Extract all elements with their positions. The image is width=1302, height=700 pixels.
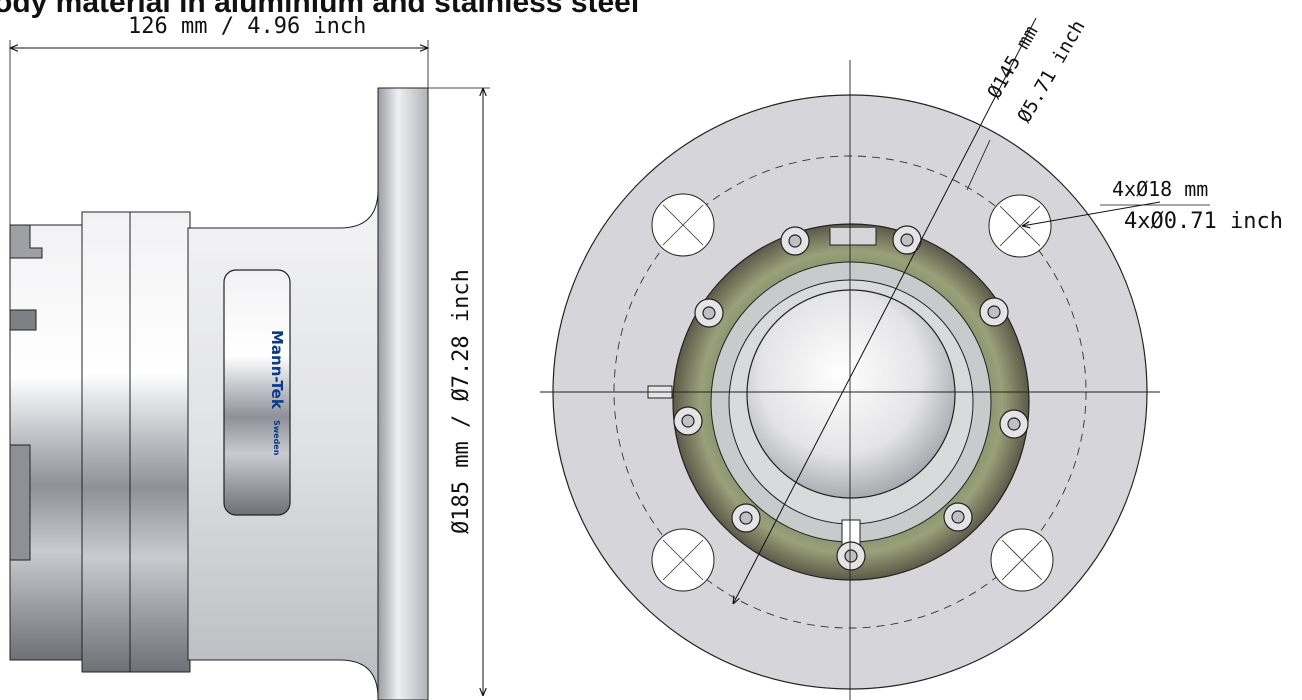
hole-mm-label: 4xØ18 mm [1112,177,1208,201]
hex-screws [673,225,1029,571]
hole-leader-line [1022,201,1161,226]
length-dimension-label: 126 mm / 4.96 inch [128,14,366,39]
hole-inch-label: 4xØ0.71 inch [1124,209,1283,234]
bolt-holes [651,193,1054,592]
coupling-ring [81,211,191,673]
brand-country: Sweden [272,420,281,456]
brand-window [223,269,291,516]
page-heading: ody material in aluminium and stainless … [0,0,640,19]
diameter-dimension-label: Ø185 mm / Ø7.28 inch [449,269,474,534]
front-view: Ø145 mm Ø5.71 inch 4xØ18 mm 4xØ0.71 inch [540,16,1283,700]
coupling-nose [9,224,86,661]
flange-side [377,87,429,700]
bolt-circle-dimension-line [733,17,1037,604]
valve-disc [746,289,956,499]
brand-name: Mann-Tek [268,330,286,410]
side-view: 126 mm / 4.96 inch Mann-Tek Sweden Ø185 … [9,14,490,700]
